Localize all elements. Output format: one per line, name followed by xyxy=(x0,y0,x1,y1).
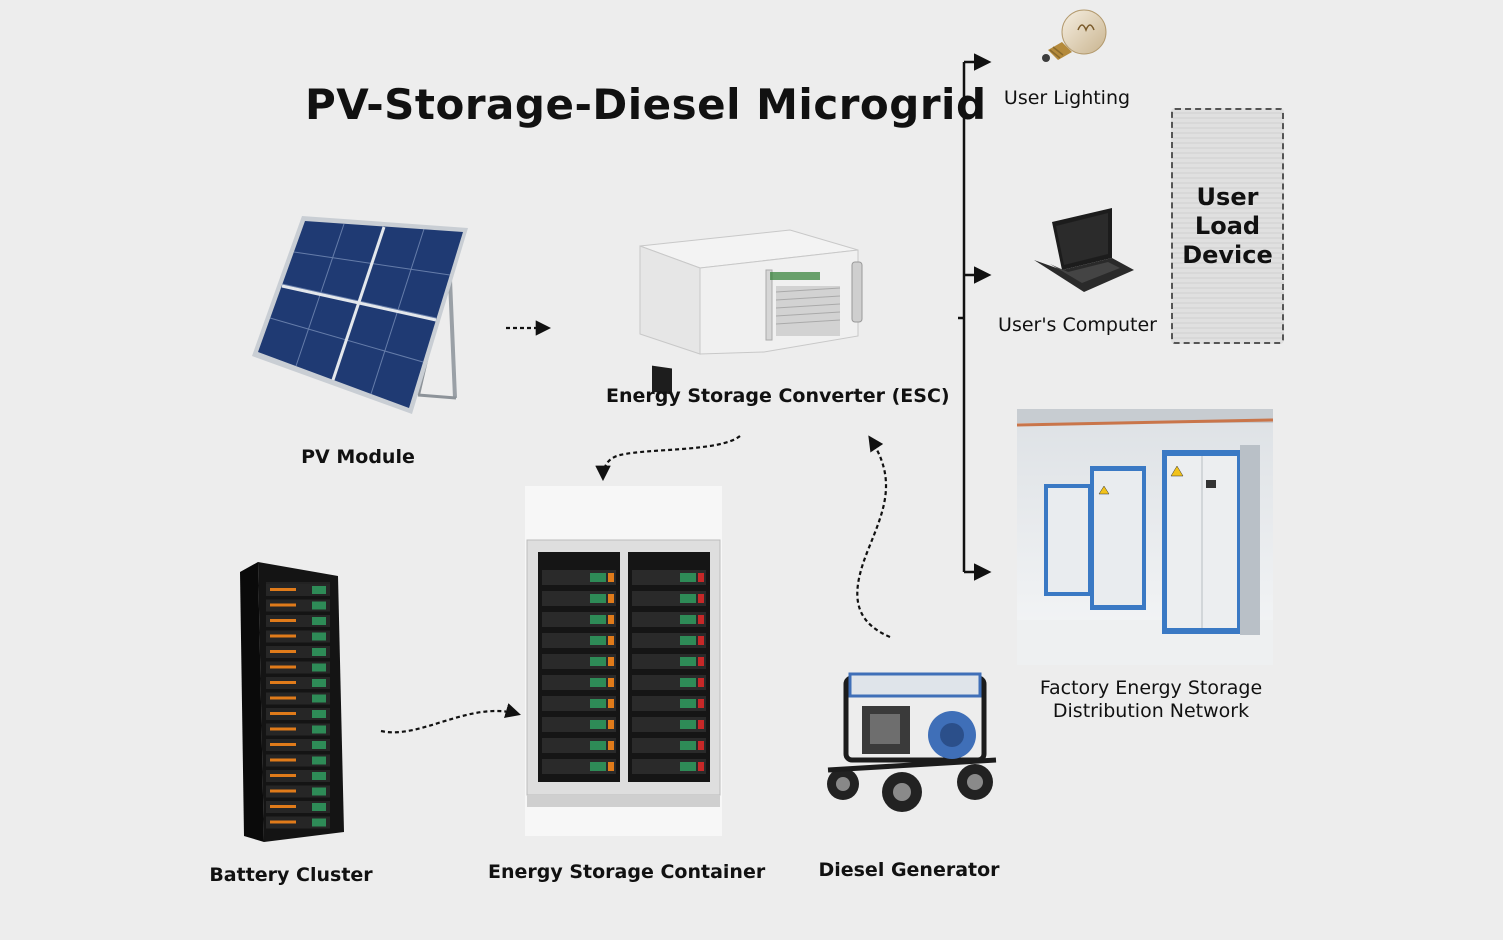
storage-container-label: Energy Storage Container xyxy=(488,861,766,883)
battery-cable xyxy=(270,743,296,746)
container-cable xyxy=(608,678,614,687)
factory-label-line1: Factory Energy Storage xyxy=(1039,677,1263,699)
diagram-title: PV-Storage-Diesel Microgrid xyxy=(305,80,987,129)
container-cable xyxy=(698,678,704,687)
battery-rack-icon xyxy=(240,562,344,842)
battery-bms-board xyxy=(312,818,326,827)
battery-bms-board xyxy=(312,632,326,641)
solar-panel-icon xyxy=(252,216,468,414)
laptop-icon xyxy=(1034,208,1134,292)
container-bms-board xyxy=(590,657,606,666)
container-cable xyxy=(698,741,704,750)
container-cable xyxy=(608,636,614,645)
battery-cable xyxy=(270,712,296,715)
container-bms-board xyxy=(590,615,606,624)
container-cable xyxy=(608,762,614,771)
battery-cable xyxy=(270,634,296,638)
battery-bms-board xyxy=(312,710,326,718)
factory-label-line2: Distribution Network xyxy=(1052,700,1250,722)
battery-bms-board xyxy=(312,663,326,672)
container-bms-board xyxy=(590,573,606,582)
battery-bms-board xyxy=(312,756,326,765)
container-bms-board xyxy=(680,573,696,582)
battery-bms-board xyxy=(312,586,326,594)
container-cable xyxy=(698,573,704,582)
battery-cable xyxy=(270,727,296,731)
container-cable xyxy=(608,657,614,666)
container-bms-board xyxy=(590,762,606,771)
container-cable xyxy=(698,657,704,666)
container-cable xyxy=(608,741,614,750)
container-bms-board xyxy=(680,720,696,729)
user-lighting-label: User Lighting xyxy=(1003,87,1131,109)
container-cable xyxy=(698,594,704,603)
container-bms-board xyxy=(680,762,696,771)
container-bms-board xyxy=(680,594,696,603)
battery-cable xyxy=(270,619,296,622)
battery-cable xyxy=(270,774,296,777)
esc-label: Energy Storage Converter (ESC) xyxy=(606,385,950,407)
user-computer-label: User's Computer xyxy=(998,314,1157,336)
storage-container-icon xyxy=(525,486,722,836)
battery-cable xyxy=(270,758,296,762)
container-bms-board xyxy=(680,678,696,687)
battery-bms-board xyxy=(312,772,326,780)
container-bms-board xyxy=(590,720,606,729)
esc-to-container-arrow xyxy=(595,435,741,482)
battery-cluster-label: Battery Cluster xyxy=(209,864,373,886)
battery-bms-board xyxy=(312,679,326,687)
battery-bms-board xyxy=(312,741,326,749)
container-bms-board xyxy=(590,678,606,687)
battery-to-container-arrow xyxy=(380,703,521,734)
battery-cable xyxy=(270,650,296,653)
container-bms-board xyxy=(590,594,606,603)
distribution-bus xyxy=(958,53,992,581)
user-load-device-box: User Load Device xyxy=(1171,108,1284,344)
battery-cable xyxy=(270,603,296,607)
battery-cable xyxy=(270,789,296,793)
container-bms-board xyxy=(680,636,696,645)
converter-rack-icon xyxy=(639,229,863,395)
battery-cable xyxy=(270,696,296,700)
container-bms-board xyxy=(680,615,696,624)
diesel-generator-label: Diesel Generator xyxy=(818,859,1000,881)
container-bms-board xyxy=(590,699,606,708)
battery-bms-board xyxy=(312,787,326,796)
battery-bms-board xyxy=(312,648,326,656)
battery-cable xyxy=(270,665,296,669)
battery-bms-board xyxy=(312,617,326,625)
user-load-device-label: User Load Device xyxy=(1182,182,1273,269)
pv-module-label: PV Module xyxy=(301,446,415,468)
battery-cable xyxy=(270,681,296,684)
container-bms-board xyxy=(590,636,606,645)
container-bms-board xyxy=(590,741,606,750)
container-bms-board xyxy=(680,741,696,750)
container-cable xyxy=(698,762,704,771)
container-cable xyxy=(698,720,704,729)
container-cable xyxy=(698,699,704,708)
battery-bms-board xyxy=(312,803,326,811)
diesel-generator-icon xyxy=(827,672,997,812)
container-cable xyxy=(608,699,614,708)
generator-to-esc-arrow xyxy=(856,435,891,639)
battery-cable xyxy=(270,820,296,824)
battery-cable xyxy=(270,588,296,591)
container-cable xyxy=(698,615,704,624)
container-cable xyxy=(608,615,614,624)
battery-cable xyxy=(270,805,296,808)
container-bms-board xyxy=(680,699,696,708)
container-cable xyxy=(608,594,614,603)
battery-bms-board xyxy=(312,725,326,734)
battery-bms-board xyxy=(312,601,326,610)
container-cable xyxy=(608,720,614,729)
container-cable xyxy=(608,573,614,582)
battery-bms-board xyxy=(312,694,326,703)
container-cable xyxy=(698,636,704,645)
container-bms-board xyxy=(680,657,696,666)
factory-cabinets-icon xyxy=(1016,409,1274,665)
light-bulb-icon xyxy=(1042,9,1107,62)
